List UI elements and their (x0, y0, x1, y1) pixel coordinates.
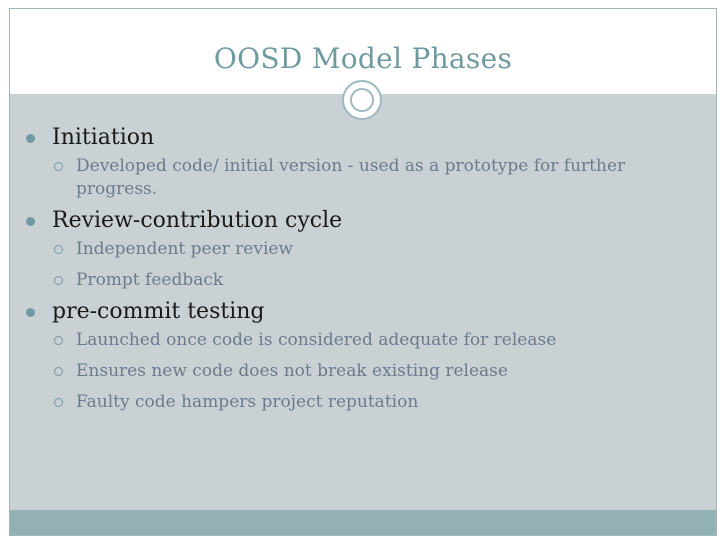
hollow-circle-bullet-icon (54, 162, 63, 171)
double-ring-ornament-icon (342, 80, 382, 120)
sub-bullet: Ensures new code does not break existing… (22, 360, 702, 383)
sub-bullet: Independent peer review (22, 238, 702, 261)
bullet-initiation: Initiation (22, 122, 702, 154)
sub-bullet-text: Developed code/ initial version - used a… (76, 156, 626, 199)
bullet-heading: pre-commit testing (52, 299, 265, 324)
bullet-list: Initiation Developed code/ initial versi… (22, 122, 702, 414)
page-title: OOSD Model Phases (213, 42, 513, 75)
bullet-review-contribution-cycle: Review-contribution cycle (22, 205, 702, 237)
sub-bullet-text: Faulty code hampers project reputation (76, 392, 419, 412)
hollow-circle-bullet-icon (54, 336, 63, 345)
footer-band (10, 510, 716, 535)
sub-bullet: Developed code/ initial version - used a… (22, 155, 702, 201)
bullet-heading: Initiation (52, 125, 155, 150)
filled-circle-bullet-icon (26, 217, 35, 226)
title-area: OOSD Model Phases (10, 9, 716, 94)
hollow-circle-bullet-icon (54, 276, 63, 285)
content-area (10, 94, 716, 510)
sub-bullet-text: Launched once code is considered adequat… (76, 330, 557, 350)
sub-bullet: Launched once code is considered adequat… (22, 329, 702, 352)
hollow-circle-bullet-icon (54, 398, 63, 407)
ornament-inner-ring (350, 88, 374, 112)
sub-bullet: Faulty code hampers project reputation (22, 391, 702, 414)
hollow-circle-bullet-icon (54, 367, 63, 376)
filled-circle-bullet-icon (26, 134, 35, 143)
sub-bullet: Prompt feedback (22, 269, 702, 292)
filled-circle-bullet-icon (26, 308, 35, 317)
sub-bullet-text: Independent peer review (76, 239, 293, 259)
bullet-heading: Review-contribution cycle (52, 208, 343, 233)
sub-bullet-text: Ensures new code does not break existing… (76, 361, 508, 381)
bullet-pre-commit-testing: pre-commit testing (22, 296, 702, 328)
hollow-circle-bullet-icon (54, 245, 63, 254)
sub-bullet-text: Prompt feedback (76, 270, 224, 290)
